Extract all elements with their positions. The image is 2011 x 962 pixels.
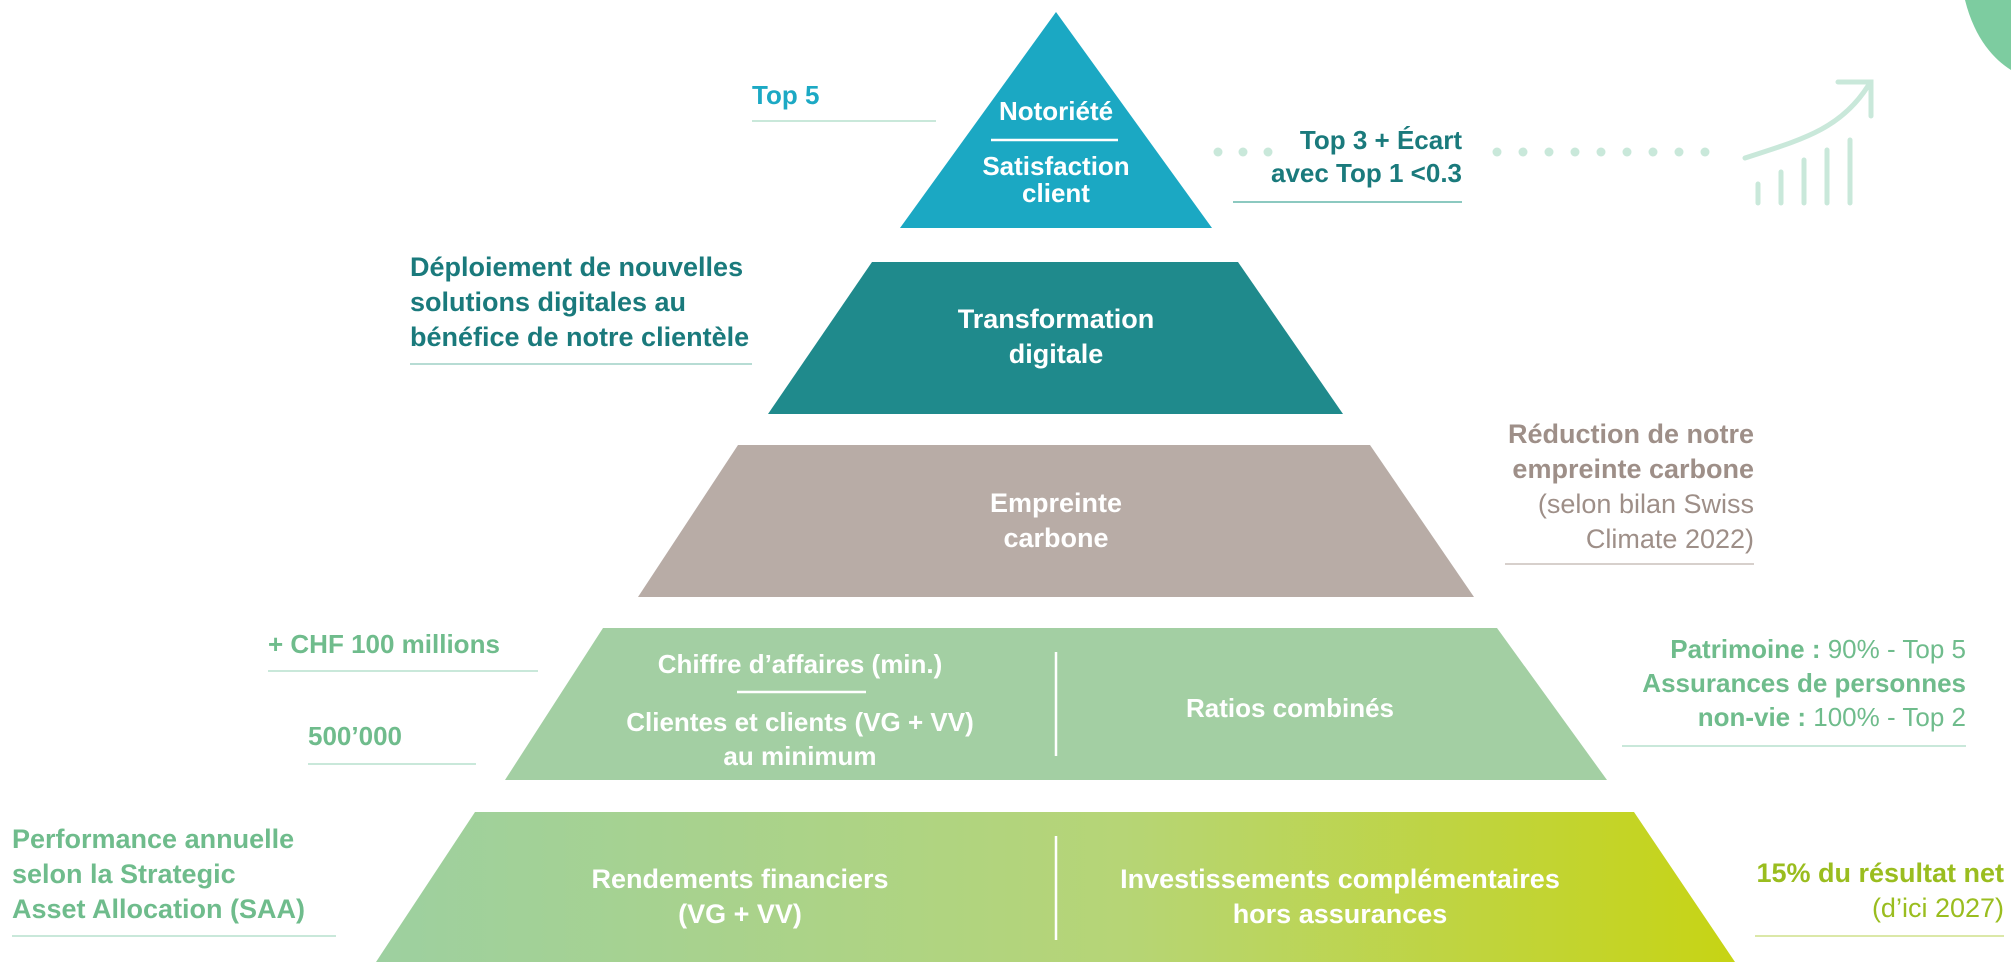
- tier-5-right-line1: Investissements complémentaires: [1120, 864, 1560, 894]
- dotted-connector-right: [1492, 147, 1710, 157]
- tier-5-right-target-line2: (d’ici 2027): [1871, 893, 2004, 924]
- growth-chart-icon: [1742, 79, 1874, 206]
- tier-3-label-line2: carbone: [1003, 523, 1109, 554]
- tier-3-label-line1: Empreinte: [989, 488, 1123, 518]
- tier-1-right-target-line2: avec Top 1 <0.3: [1270, 158, 1462, 189]
- tier-4-right-label: Ratios combinés: [1185, 693, 1395, 723]
- tier-2-trapezoid: [768, 262, 1343, 414]
- tier-5-left-target: Performance annuelle selon la Strategic …: [12, 822, 305, 927]
- tier-3-label: Empreinte carbone: [902, 486, 1210, 556]
- tier-3-right-target-line1: Réduction de notre: [1507, 419, 1754, 449]
- tier-4-lower-left-line1: Clientes et clients (VG + VV): [626, 707, 974, 737]
- tier-4-right-target-l1-rest: 90% - Top 5: [1820, 634, 1966, 664]
- tier-2-left-target-line1: Déploiement de nouvelles: [410, 252, 744, 282]
- tier-1-right-rule: [1233, 201, 1462, 203]
- tier-5-left-target-line3: Asset Allocation (SAA): [12, 894, 306, 925]
- tier-5-right-label: Investissements complémentaires hors ass…: [1110, 862, 1570, 932]
- tier-3-right-target: Réduction de notre empreinte carbone (se…: [1480, 417, 1754, 557]
- tier-4-right-target: Patrimoine : 90% - Top 5 Assurances de p…: [1600, 633, 1966, 734]
- tier-1-right-target: Top 3 + Écart avec Top 1 <0.3: [1240, 124, 1462, 191]
- tier-2-label-line2: digitale: [1008, 339, 1104, 370]
- tier-3-trapezoid: [638, 445, 1474, 597]
- tier-1-left-rule: [752, 120, 936, 122]
- tier-4-left-target-2: 500’000: [308, 721, 402, 751]
- tier-4-lower-left-line2: au minimum: [723, 740, 877, 771]
- tier-5-left-label: Rendements financiers (VG + VV): [560, 862, 920, 932]
- tier-3-right-target-line4: Climate 2022): [1585, 524, 1754, 555]
- dotted-connector-left: [1213, 147, 1273, 157]
- tier-5-right-rule: [1755, 935, 2004, 937]
- tier-5-left-line1: Rendements financiers: [591, 864, 889, 894]
- tier-3-right-target-line2: empreinte carbone: [1512, 454, 1754, 485]
- tier-5-right-target: 15% du résultat net (d’ici 2027): [1720, 856, 2004, 926]
- tier-4-right-target-l1-bold: Patrimoine :: [1670, 634, 1821, 664]
- tier-1-right-target-line1: Top 3 + Écart: [1299, 125, 1462, 155]
- tier-4-right-target-l2: Assurances de personnes: [1642, 667, 1966, 698]
- tier-4-right-rule: [1622, 745, 1966, 747]
- tier-5-right-line2: hors assurances: [1232, 899, 1448, 930]
- corner-accent-shape: [1965, 0, 2011, 70]
- tier-4-left-rule-2: [308, 763, 476, 765]
- tier-4-upper-left-label: Chiffre d’affaires (min.): [657, 649, 943, 679]
- tier-5-left-target-line2: selon la Strategic: [12, 859, 236, 890]
- tier-2-left-rule: [410, 363, 752, 365]
- tier-4-right-target-l3-rest: 100% - Top 2: [1806, 701, 1966, 732]
- tier-2-label-line1: Transformation: [957, 304, 1155, 334]
- tier-3-right-rule: [1505, 563, 1754, 565]
- tier-1-upper-label: Notoriété: [998, 96, 1114, 126]
- tier-4-right-target-l3-bold: non-vie :: [1697, 701, 1807, 732]
- tier-5-left-target-line1: Performance annuelle: [12, 824, 295, 854]
- tier-4-left-target-1: + CHF 100 millions: [268, 629, 500, 659]
- tier-3-right-target-line3: (selon bilan Swiss: [1537, 489, 1754, 520]
- tier-1-triangle: [900, 12, 1212, 228]
- tier-5-right-target-line1: 15% du résultat net: [1756, 858, 2004, 888]
- tier-4-lower-left-label: Clientes et clients (VG + VV) au minimum: [600, 706, 1000, 774]
- tier-5-left-rule: [12, 935, 336, 937]
- tier-4-left-rule-1: [268, 670, 538, 672]
- tier-2-left-target: Déploiement de nouvelles solutions digit…: [410, 250, 749, 355]
- tier-2-left-target-line2: solutions digitales au: [410, 287, 687, 318]
- tier-1-lower-label: Satisfaction client: [982, 151, 1130, 209]
- tier-2-label: Transformation digitale: [902, 302, 1210, 372]
- tier-5-left-line2: (VG + VV): [678, 899, 802, 930]
- tier-2-left-target-line3: bénéfice de notre clientèle: [410, 322, 750, 353]
- tier-1-left-target: Top 5: [752, 80, 820, 110]
